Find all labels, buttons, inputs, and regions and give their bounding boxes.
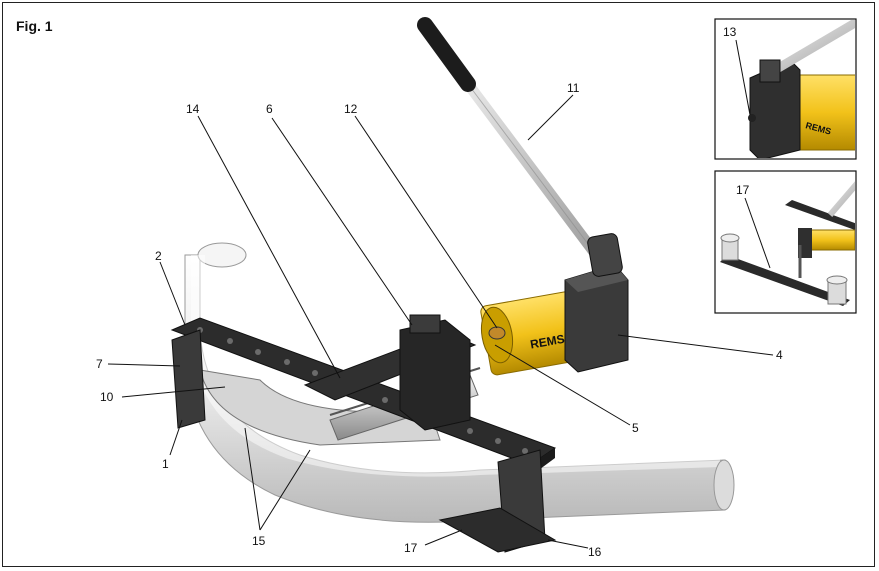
callout-7: 7 (96, 357, 103, 371)
pump-lever (417, 17, 623, 277)
roller-left (720, 233, 740, 261)
callout-15: 15 (252, 534, 266, 548)
callout-12: 12 (344, 102, 358, 116)
inset-13: REMS (714, 18, 857, 160)
centre-frame (303, 314, 477, 431)
left-support (171, 329, 206, 429)
roller-right (826, 275, 848, 305)
callout-5: 5 (632, 421, 639, 435)
bottom-bar (438, 507, 557, 553)
callout-17: 17 (404, 541, 418, 555)
pump-block (564, 264, 629, 373)
callout-6: 6 (266, 102, 273, 116)
callout-2: 2 (155, 249, 162, 263)
callout-14: 14 (186, 102, 200, 116)
callout-11: 11 (567, 81, 580, 95)
callout-1: 1 (162, 457, 169, 471)
figure-title: Fig. 1 (16, 18, 53, 34)
callout-17-inset: 17 (736, 183, 750, 197)
leader-lines (107, 39, 774, 549)
callout-4: 4 (776, 348, 783, 362)
callout-13: 13 (723, 25, 737, 39)
inset-17 (714, 170, 857, 314)
brand-label-main: REMS (529, 332, 566, 352)
callout-10: 10 (100, 390, 114, 404)
callout-labels: 2 7 10 1 14 6 12 11 4 5 15 17 16 13 17 (96, 25, 783, 559)
callout-16: 16 (588, 545, 602, 559)
